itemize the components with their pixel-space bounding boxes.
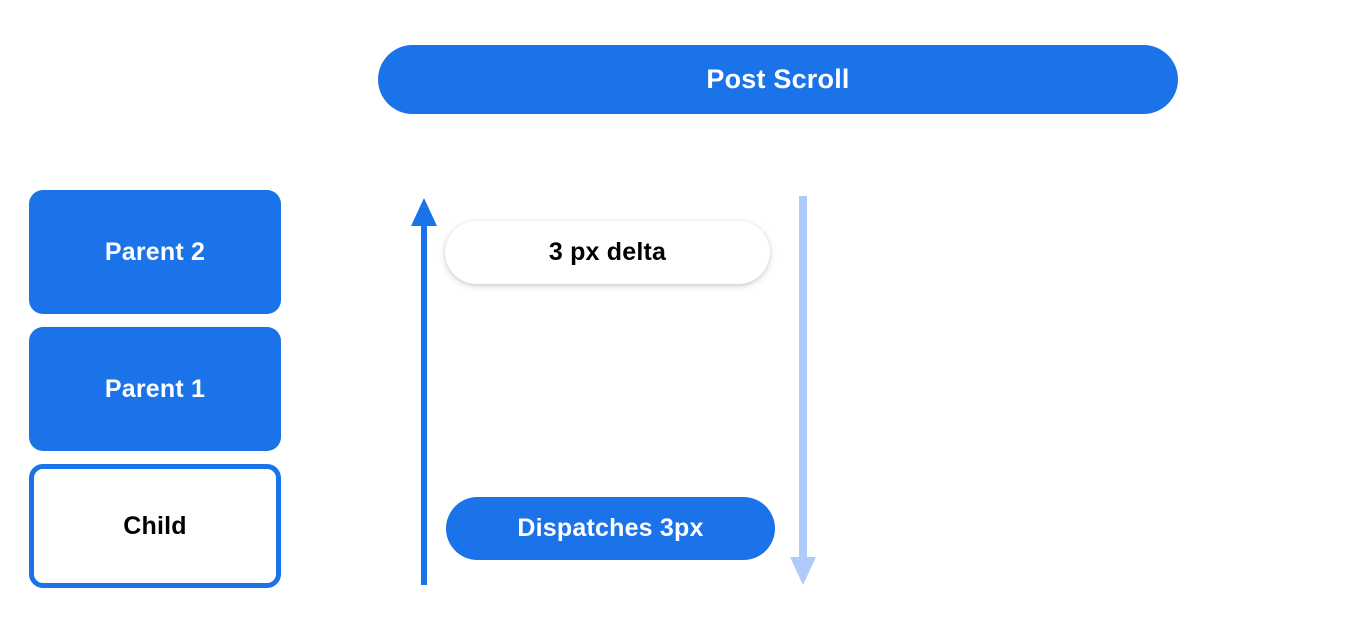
node-label-child: Child bbox=[123, 511, 187, 540]
down-arrow-icon bbox=[786, 196, 820, 588]
delta-pill-label: 3 px delta bbox=[548, 238, 667, 266]
post-scroll-header: Post Scroll bbox=[378, 45, 1178, 114]
node-box-parent-1: Parent 1 bbox=[29, 327, 281, 451]
dispatch-pill-label: Dispatches 3px bbox=[517, 514, 704, 542]
node-box-parent-2: Parent 2 bbox=[29, 190, 281, 314]
up-arrow-icon bbox=[406, 195, 442, 587]
post-scroll-header-label: Post Scroll bbox=[706, 64, 850, 94]
delta-pill: 3 px delta bbox=[445, 221, 770, 284]
dispatch-pill: Dispatches 3px bbox=[446, 497, 775, 560]
node-box-child: Child bbox=[29, 464, 281, 588]
node-label-parent-1: Parent 1 bbox=[104, 374, 206, 403]
node-label-parent-2: Parent 2 bbox=[104, 237, 206, 266]
node-stack: Parent 2 Parent 1 Child bbox=[29, 190, 281, 588]
